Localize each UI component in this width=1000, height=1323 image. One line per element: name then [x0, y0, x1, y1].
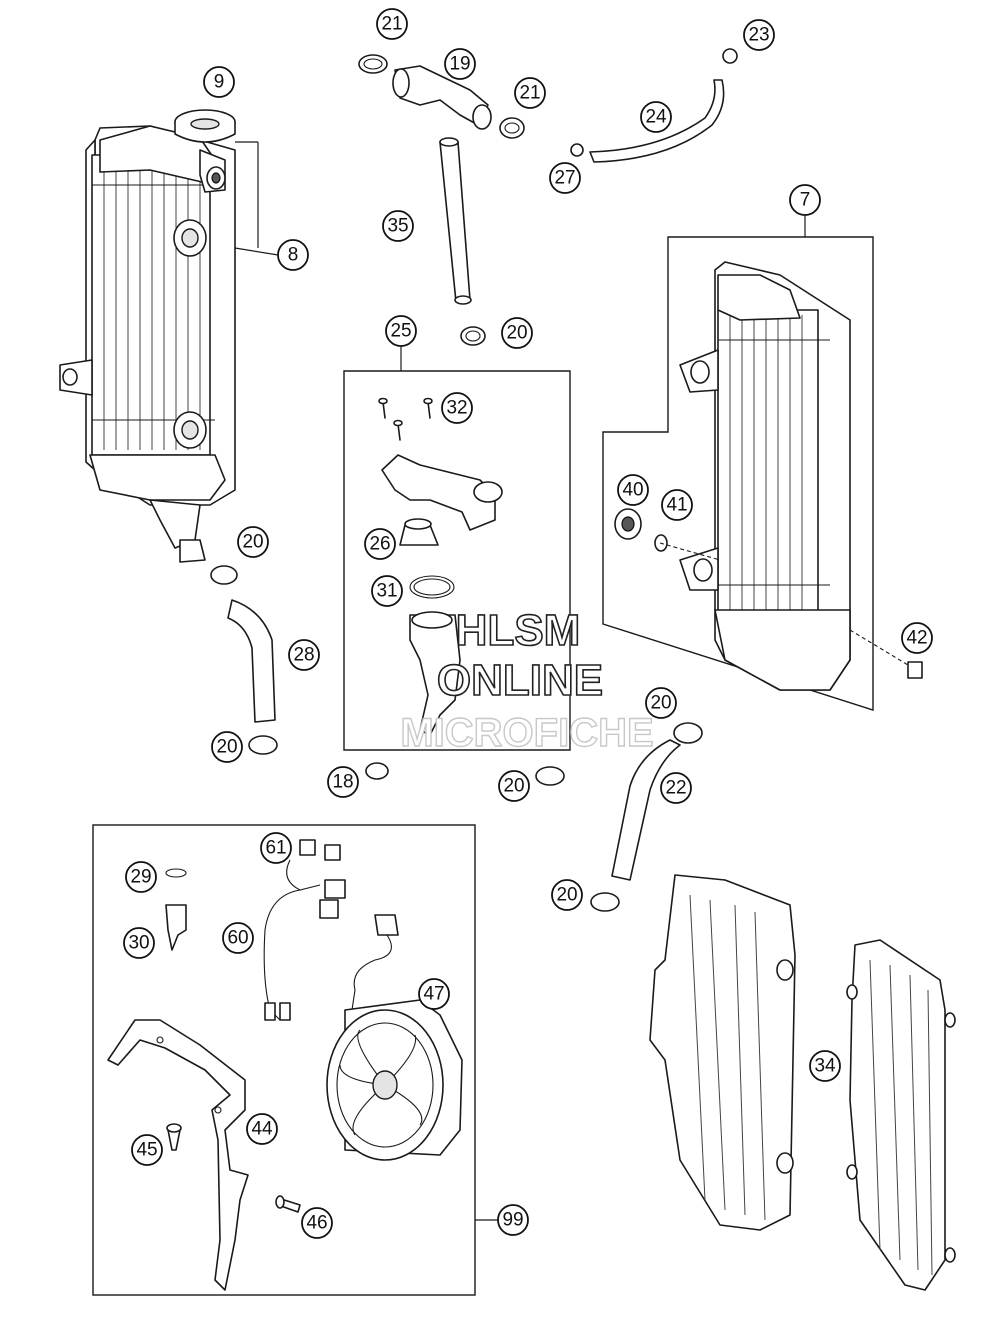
clamp-18 — [365, 762, 389, 780]
callout-46: 46 — [301, 1207, 333, 1239]
callout-41: 41 — [661, 489, 693, 521]
callout-44: 44 — [246, 1113, 278, 1145]
callout-47: 47 — [418, 978, 450, 1010]
callout-99: 99 — [497, 1204, 529, 1236]
svg-text:18: 18 — [332, 772, 353, 793]
right-radiator-fins — [729, 315, 803, 610]
callout-29: 29 — [125, 861, 157, 893]
svg-text:26: 26 — [369, 534, 390, 555]
callout-25: 25 — [385, 315, 417, 347]
cooling-fan — [326, 999, 463, 1161]
callout-22: 22 — [660, 772, 692, 804]
lower-hose-right — [590, 722, 703, 912]
svg-text:20: 20 — [556, 885, 577, 906]
svg-text:31: 31 — [376, 581, 397, 602]
callout-35: 35 — [382, 210, 414, 242]
callout-31: 31 — [371, 575, 403, 607]
callouts: 9 8 21 19 21 35 20 23 24 27 7 25 32 40 4… — [123, 8, 933, 1239]
svg-text:21: 21 — [381, 14, 402, 35]
callout-7: 7 — [789, 184, 821, 216]
svg-text:22: 22 — [665, 778, 686, 799]
svg-text:99: 99 — [502, 1210, 523, 1231]
callout-20: 20 — [237, 526, 269, 558]
svg-text:45: 45 — [136, 1140, 157, 1161]
svg-text:7: 7 — [800, 190, 811, 211]
radiator-guard-front — [649, 874, 796, 1231]
callout-60: 60 — [222, 922, 254, 954]
callout-28: 28 — [288, 639, 320, 671]
callout-19: 19 — [444, 48, 476, 80]
svg-text:46: 46 — [306, 1213, 327, 1234]
watermark: HLSM ONLINE MICROFICHE — [400, 605, 655, 756]
svg-text:27: 27 — [554, 168, 575, 189]
svg-text:40: 40 — [622, 480, 643, 501]
svg-text:19: 19 — [449, 54, 470, 75]
callout-34: 34 — [809, 1050, 841, 1082]
callout-32: 32 — [441, 392, 473, 424]
fan-bracket — [107, 1019, 301, 1291]
svg-text:23: 23 — [748, 25, 769, 46]
callout-61: 61 — [260, 832, 292, 864]
svg-text:24: 24 — [645, 107, 667, 128]
watermark-line3: MICROFICHE — [400, 711, 653, 755]
callout-8: 8 — [277, 239, 309, 271]
callout-20: 20 — [498, 770, 530, 802]
callout-24: 24 — [640, 101, 672, 133]
watermark-line1: HLSM — [456, 606, 581, 655]
callout-20: 20 — [551, 879, 583, 911]
breather-hose — [570, 48, 738, 163]
callout-20: 20 — [645, 687, 677, 719]
svg-text:47: 47 — [423, 984, 444, 1005]
callout-21: 21 — [514, 77, 546, 109]
radiator-guard-rear — [846, 939, 956, 1291]
svg-text:61: 61 — [265, 838, 286, 859]
right-radiator-box — [602, 236, 923, 711]
callout-42: 42 — [901, 622, 933, 654]
long-tube — [439, 137, 486, 346]
svg-text:21: 21 — [519, 83, 540, 104]
svg-text:8: 8 — [288, 245, 299, 266]
svg-text:20: 20 — [503, 776, 524, 797]
callout-20: 20 — [211, 731, 243, 763]
callout-18: 18 — [327, 766, 359, 798]
callout-21: 21 — [376, 8, 408, 40]
callout-27: 27 — [549, 162, 581, 194]
callout-45: 45 — [131, 1134, 163, 1166]
svg-text:32: 32 — [446, 398, 467, 419]
svg-text:30: 30 — [128, 933, 149, 954]
clamp-20-lower — [535, 766, 565, 786]
svg-text:20: 20 — [242, 532, 263, 553]
svg-text:41: 41 — [666, 495, 687, 516]
watermark-line2: ONLINE — [437, 656, 603, 705]
svg-text:20: 20 — [506, 323, 527, 344]
svg-text:44: 44 — [251, 1119, 273, 1140]
svg-text:28: 28 — [293, 645, 314, 666]
left-radiator-fins — [103, 160, 201, 450]
leader-lines — [234, 141, 806, 371]
svg-text:42: 42 — [906, 628, 927, 649]
screws-32 — [378, 397, 433, 441]
svg-text:29: 29 — [130, 867, 151, 888]
svg-text:20: 20 — [650, 693, 671, 714]
radiator-cap — [174, 109, 236, 193]
callout-30: 30 — [123, 927, 155, 959]
thermostat-kit-box — [343, 370, 571, 751]
callout-23: 23 — [743, 19, 775, 51]
callout-40: 40 — [617, 474, 649, 506]
callout-26: 26 — [364, 528, 396, 560]
upper-hose-fitting — [358, 54, 525, 139]
svg-text:35: 35 — [387, 216, 408, 237]
callout-20: 20 — [501, 317, 533, 349]
fan-kit-box — [92, 824, 498, 1296]
callout-9: 9 — [203, 66, 235, 98]
svg-text:25: 25 — [390, 321, 411, 342]
svg-text:20: 20 — [216, 737, 237, 758]
svg-text:60: 60 — [227, 928, 248, 949]
svg-text:34: 34 — [814, 1056, 836, 1077]
svg-text:9: 9 — [214, 72, 225, 93]
lower-hose-left — [210, 565, 278, 755]
